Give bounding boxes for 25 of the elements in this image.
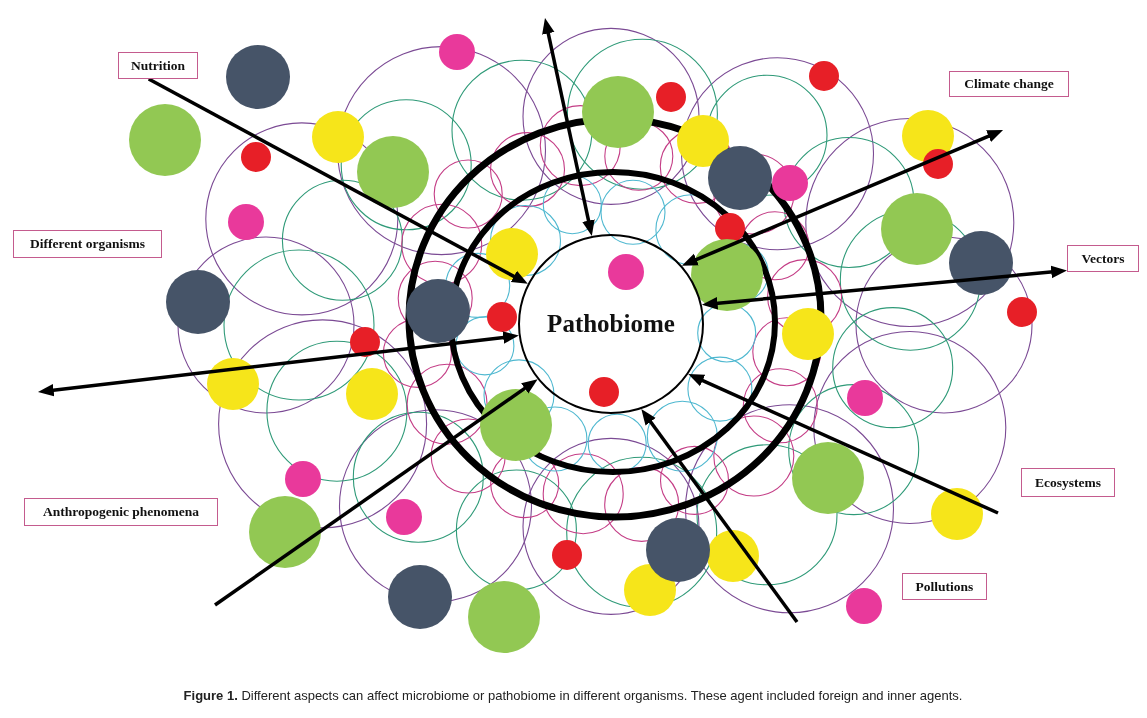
factor-box <box>24 498 218 526</box>
factor-box <box>902 573 987 600</box>
arrow <box>542 18 595 236</box>
factor-box <box>13 230 162 258</box>
center-circle <box>518 234 704 414</box>
arrow <box>37 331 519 397</box>
factor-label: Different organisms <box>30 236 145 252</box>
arrow <box>688 374 999 515</box>
factor-label: Pollutions <box>915 578 974 595</box>
factor-label: Vectors <box>1081 250 1125 267</box>
factor-box <box>1067 245 1139 272</box>
factor-box <box>949 71 1069 97</box>
factor-box <box>118 52 198 79</box>
figure-caption: Figure 1. Different aspects can affect microbiome or pathobiome in different organisms. These agent included foreign and inner agents. <box>183 688 963 703</box>
factor-label: Anthropogenic phenomena <box>42 504 200 520</box>
factor-box <box>1021 468 1115 497</box>
arrow <box>681 130 1004 266</box>
arrow <box>147 77 528 284</box>
arrow <box>701 265 1067 310</box>
center-label: Pathobiome <box>547 310 675 338</box>
arrow <box>641 409 799 624</box>
factor-label: Nutrition <box>131 57 185 74</box>
factor-label: Ecosystems <box>1035 474 1101 491</box>
factor-label: Climate change <box>964 76 1054 92</box>
arrow <box>214 379 538 607</box>
